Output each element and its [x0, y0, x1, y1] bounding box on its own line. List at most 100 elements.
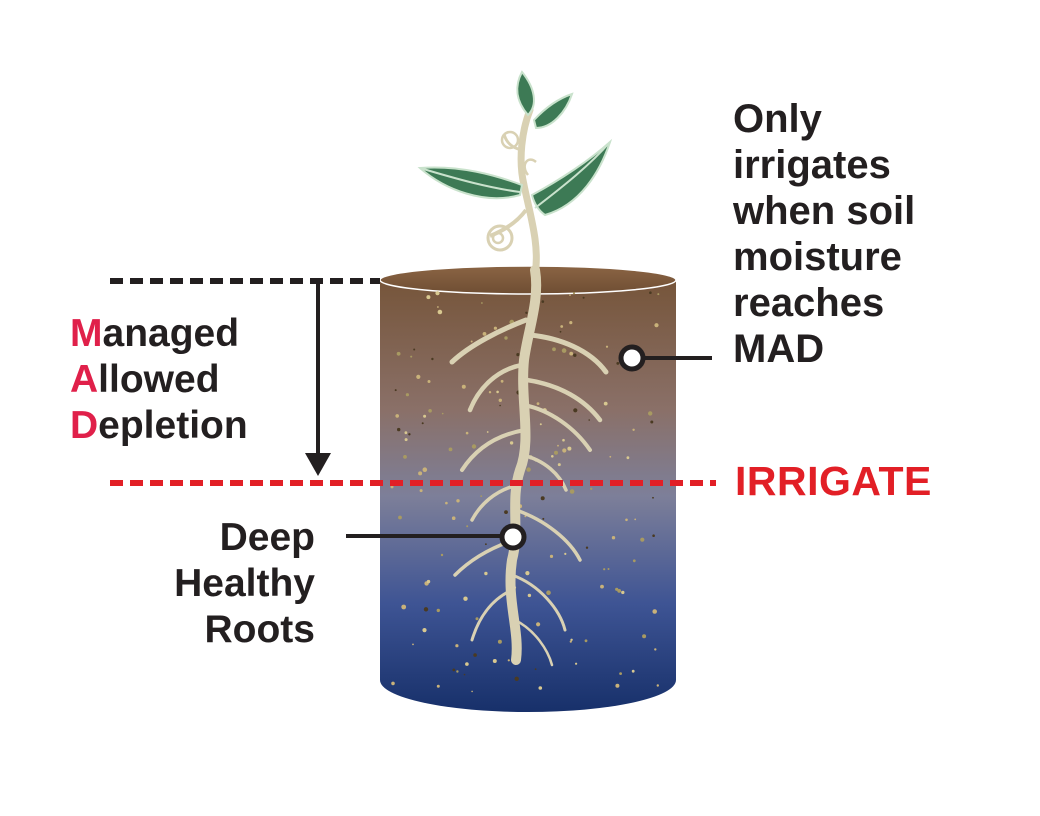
- soil-speck: [561, 348, 567, 353]
- soil-speck: [615, 683, 620, 688]
- soil-speck: [473, 653, 477, 657]
- soil-speck: [484, 571, 488, 576]
- soil-speck: [634, 518, 637, 521]
- soil-speck: [423, 414, 427, 418]
- soil-speck: [394, 389, 397, 392]
- soil-speck: [497, 639, 502, 644]
- soil-speck: [428, 409, 432, 413]
- soil-speck: [436, 608, 440, 613]
- soil-speck: [455, 644, 459, 648]
- soil-speck: [422, 628, 427, 633]
- soil-speck: [470, 340, 473, 343]
- soil-speck: [611, 536, 616, 540]
- soil-speck: [418, 471, 423, 476]
- soil-speck: [536, 402, 540, 405]
- soil-speck: [437, 306, 439, 308]
- callout-line: irrigates: [733, 143, 891, 187]
- soil-speck: [619, 672, 622, 675]
- soil-speck: [562, 438, 565, 442]
- soil-speck: [584, 639, 588, 643]
- soil-speck: [631, 669, 635, 673]
- soil-speck: [654, 648, 657, 651]
- soil-speck: [538, 686, 543, 690]
- soil-speck: [567, 446, 572, 451]
- soil-speck: [542, 517, 545, 520]
- soil-speck: [401, 604, 407, 610]
- roots-icon: [449, 265, 609, 667]
- soil-speck: [585, 546, 589, 549]
- soil-speck: [456, 499, 460, 503]
- soil-speck: [397, 427, 401, 432]
- soil-speck: [398, 515, 402, 520]
- soil-speck: [540, 496, 545, 501]
- roots-line: Deep: [219, 516, 315, 559]
- soil-speck: [557, 444, 559, 447]
- soil-speck: [496, 390, 499, 394]
- soil-speck: [390, 485, 394, 489]
- soil-speck: [632, 428, 635, 431]
- soil-speck: [440, 553, 444, 557]
- soil-speck: [575, 662, 578, 665]
- soil-speck: [570, 638, 573, 641]
- soil-speck: [657, 293, 660, 296]
- soil-speck: [485, 543, 487, 546]
- soil-speck: [654, 323, 659, 328]
- soil-speck: [426, 579, 431, 584]
- soil-speck: [466, 525, 469, 528]
- soil-speck: [423, 607, 429, 612]
- soil-speck: [642, 634, 647, 639]
- soil-speck: [549, 554, 554, 559]
- soil-speck: [504, 510, 508, 514]
- soil-speck: [607, 568, 610, 570]
- soil-speck: [471, 444, 477, 449]
- soil-speck: [509, 441, 514, 445]
- soil-speck: [445, 501, 448, 505]
- soil-speck: [404, 431, 408, 435]
- soil-speck: [486, 431, 489, 433]
- down-arrow-icon: [305, 284, 331, 476]
- soil-speck: [554, 450, 558, 455]
- soil-speck: [541, 300, 545, 303]
- soil-speck: [656, 684, 659, 687]
- soil-speck: [569, 640, 572, 643]
- soil-speck: [573, 408, 578, 413]
- soil-speck: [481, 302, 483, 304]
- soil-speck: [526, 467, 531, 472]
- soil-speck: [562, 448, 567, 453]
- soil-speck: [609, 455, 612, 458]
- soil-speck: [465, 662, 469, 666]
- soil-speck: [573, 353, 577, 357]
- soil-speck: [422, 467, 428, 473]
- soil-speck: [560, 325, 564, 328]
- soil-speck: [625, 518, 628, 522]
- soil-speck: [524, 515, 527, 518]
- soil-speck: [650, 420, 654, 424]
- soil-speck: [648, 411, 653, 416]
- soil-speck: [451, 516, 456, 520]
- mad-label: Managed Allowed Depletion: [70, 311, 248, 449]
- soil-speck: [603, 568, 606, 571]
- soil-speck: [482, 332, 487, 336]
- mad-line-depletion: Depletion: [70, 404, 248, 447]
- soil-speck: [600, 584, 604, 589]
- soil-speck: [652, 534, 655, 537]
- soil-speck: [456, 670, 459, 673]
- soil-speck: [426, 295, 431, 300]
- mad-line-allowed: Allowed: [70, 358, 220, 401]
- soil-speck: [437, 309, 443, 315]
- soil-speck: [534, 668, 537, 671]
- soil-speck: [405, 393, 409, 397]
- soil-speck: [493, 326, 497, 330]
- soil-speck: [391, 681, 395, 686]
- soil-speck: [410, 355, 413, 358]
- soil-speck: [603, 401, 608, 406]
- soil-speck: [463, 596, 468, 601]
- soil-speck: [572, 292, 576, 295]
- soil-speck: [413, 348, 416, 351]
- soil-speck: [395, 414, 400, 418]
- soil-speck: [564, 552, 567, 556]
- soil-speck: [516, 353, 520, 357]
- roots-line: Healthy: [174, 562, 315, 605]
